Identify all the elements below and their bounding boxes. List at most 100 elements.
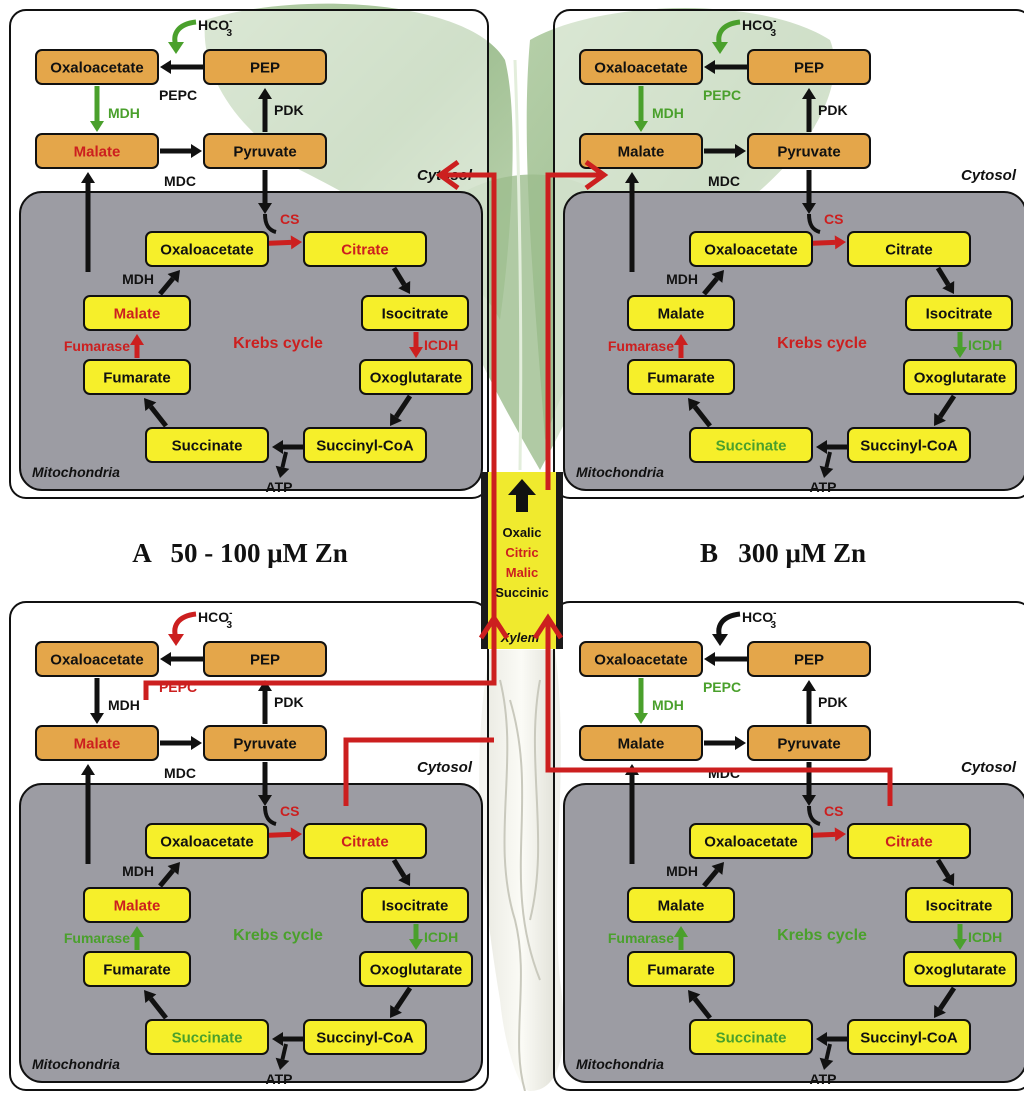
- box-oaa_cyto-rect: [35, 641, 159, 677]
- arrow-succinate-fumarate: [688, 398, 712, 428]
- arrow-succinate-fumarate-head: [688, 398, 701, 411]
- arrow-succinylcoa-succinate-head: [272, 440, 283, 454]
- box-succinate-rect: [689, 1019, 813, 1055]
- box-malate_mito: Malate: [627, 295, 735, 331]
- box-isocitrate-rect: [905, 295, 1013, 331]
- section-label-a: A 50 - 100 μM Zn: [132, 538, 348, 568]
- box-citrate-label: Citrate: [885, 242, 933, 259]
- box-citrate-rect: [847, 231, 971, 267]
- arrow-citrate-isocitrate-shaft: [935, 266, 951, 286]
- arrow-pyruvate-to-cs-head: [258, 203, 272, 214]
- arrow-pepc: [704, 652, 748, 666]
- box-succinate-label: Succinate: [172, 1030, 243, 1047]
- krebs-cycle-label: Krebs cycle: [777, 335, 867, 352]
- box-oxoglutarate-rect: [359, 951, 473, 987]
- box-pyruvate-label: Pyruvate: [777, 144, 840, 161]
- cs-curve-arrow: [807, 213, 821, 234]
- box-isocitrate-rect: [361, 887, 469, 923]
- root-strands: [499, 679, 541, 1092]
- hco3-label-base: HCO: [742, 609, 773, 625]
- box-pep-rect: [747, 49, 871, 85]
- box-fumarate-rect: [83, 951, 191, 987]
- box-succinylcoa-rect: [847, 427, 971, 463]
- arrow-oxoglutarate-succinylcoa-head: [934, 1004, 946, 1018]
- arrow-pdk-head: [802, 680, 816, 691]
- box-fumarate-label: Fumarate: [647, 370, 715, 387]
- box-oaa_cyto: Oxaloacetate: [35, 49, 159, 85]
- enzyme-mdh-cytosol: MDH: [108, 105, 140, 121]
- arrow-icdh-head: [953, 939, 967, 950]
- box-pyruvate-rect: [747, 725, 871, 761]
- enzyme-mdc: MDC: [708, 765, 740, 781]
- arrow-oxoglutarate-succinylcoa-head: [934, 412, 946, 426]
- krebs-cycle-label: Krebs cycle: [777, 927, 867, 944]
- box-pyruvate: Pyruvate: [747, 725, 871, 761]
- cs-curve-arrow: [807, 805, 821, 826]
- box-malate_mito: Malate: [627, 887, 735, 923]
- arrow-atp-head: [275, 465, 290, 478]
- box-oaa_mito-rect: [689, 823, 813, 859]
- hco3-label-charge: -: [229, 16, 232, 27]
- cytosol-label: Cytosol: [961, 167, 1017, 184]
- box-isocitrate-label: Isocitrate: [926, 898, 993, 915]
- xylem-acid-oxalic: Oxalic: [502, 525, 541, 540]
- box-fumarate: Fumarate: [83, 359, 191, 395]
- arrow-oxoglutarate-succinylcoa-head: [390, 412, 402, 426]
- arrow-oxoglutarate-succinylcoa: [934, 986, 957, 1018]
- hco3-arrow-head: [168, 42, 184, 54]
- box-pyruvate-rect: [747, 133, 871, 169]
- hco3-arrow: [712, 19, 741, 54]
- hco3-label-subscript: 3: [226, 28, 232, 39]
- box-malate_mito: Malate: [83, 295, 191, 331]
- mitochondria-label: Mitochondria: [576, 464, 664, 480]
- box-malate_mito-rect: [627, 887, 735, 923]
- box-oaa_cyto-rect: [579, 641, 703, 677]
- enzyme-mdh-mito: MDH: [122, 863, 154, 879]
- mitochondria-label: Mitochondria: [576, 1056, 664, 1072]
- arrow-mdh-cyto-head: [634, 121, 648, 132]
- arrow-mdh-cyto: [634, 86, 648, 132]
- arrow-mdh-cyto-head: [634, 713, 648, 724]
- arrow-fumarase: [130, 926, 144, 950]
- enzyme-mdh-mito: MDH: [666, 271, 698, 287]
- arrow-succinate-fumarate-head: [688, 990, 701, 1003]
- arrow-mdc-head: [735, 144, 746, 158]
- box-isocitrate-label: Isocitrate: [382, 898, 449, 915]
- enzyme-fumarase: Fumarase: [608, 930, 674, 946]
- arrow-pdk: [258, 88, 272, 132]
- arrow-pepc-head: [160, 652, 171, 666]
- arrow-succinate-fumarate-shaft: [148, 405, 168, 428]
- arrow-succinylcoa-succinate: [272, 440, 304, 454]
- box-succinate: Succinate: [689, 1019, 813, 1055]
- box-oxoglutarate-label: Oxoglutarate: [914, 370, 1007, 387]
- arrow-fumarase-head: [130, 926, 144, 937]
- enzyme-pepc: PEPC: [703, 87, 741, 103]
- hco3-arrow: [168, 611, 197, 646]
- box-pep: PEP: [747, 49, 871, 85]
- enzyme-mdh-cytosol: MDH: [108, 697, 140, 713]
- arrow-icdh: [953, 924, 967, 950]
- arrow-succinylcoa-succinate: [816, 440, 848, 454]
- arrow-cs-head: [834, 235, 846, 250]
- box-oaa_cyto-label: Oxaloacetate: [50, 60, 143, 77]
- box-oaa_mito: Oxaloacetate: [145, 231, 269, 267]
- box-fumarate-label: Fumarate: [103, 962, 171, 979]
- arrow-oxoglutarate-succinylcoa: [934, 394, 957, 426]
- arrow-citrate-isocitrate-head: [942, 872, 955, 886]
- box-pyruvate-rect: [203, 133, 327, 169]
- enzyme-mdc: MDC: [164, 173, 196, 189]
- transport-arrow-citrate-to-xylem-a: [343, 737, 494, 806]
- box-succinate-label: Succinate: [716, 1030, 787, 1047]
- box-pep-label: PEP: [794, 60, 824, 77]
- enzyme-mdh-mito: MDH: [666, 863, 698, 879]
- box-oxoglutarate: Oxoglutarate: [903, 951, 1017, 987]
- hco3-label: HCO-3: [198, 608, 232, 631]
- enzyme-pepc: PEPC: [703, 679, 741, 695]
- enzyme-cs: CS: [824, 803, 843, 819]
- box-fumarate-rect: [627, 951, 735, 987]
- box-pep-rect: [747, 641, 871, 677]
- box-pyruvate-rect: [203, 725, 327, 761]
- box-fumarate: Fumarate: [627, 359, 735, 395]
- hco3-label-base: HCO: [198, 17, 229, 33]
